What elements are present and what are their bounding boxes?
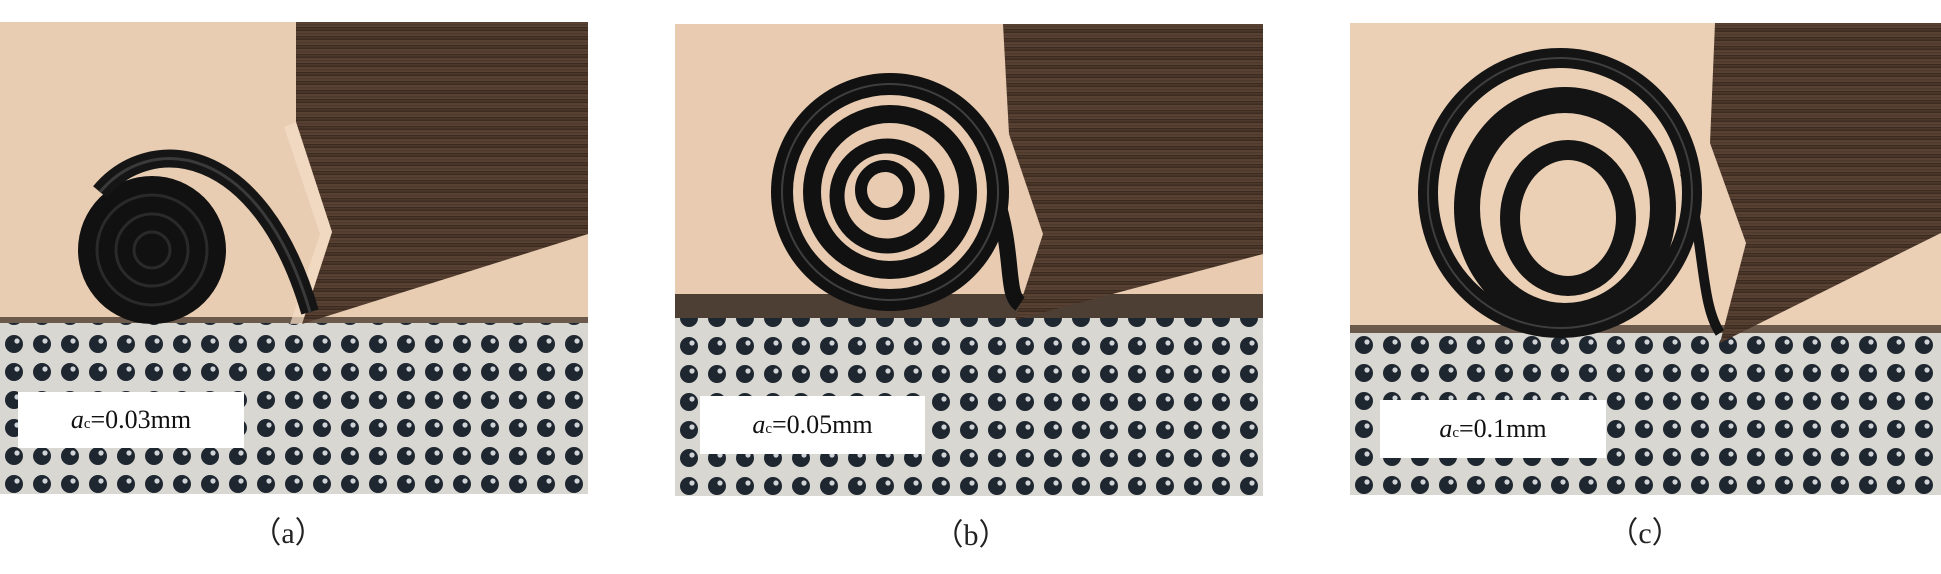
param-symbol: a — [1439, 414, 1453, 443]
photo-b — [675, 24, 1263, 496]
chip-spiral — [78, 149, 319, 324]
chip-spiral — [771, 73, 1026, 311]
param-subscript: c — [1452, 424, 1460, 441]
caption-a: （a） — [251, 517, 325, 550]
param-value: =0.03mm — [90, 405, 192, 434]
caption-b: （b） — [933, 519, 1009, 552]
cutting-tool — [296, 22, 588, 324]
chip-spiral — [1418, 48, 1725, 338]
param-symbol: a — [752, 410, 766, 439]
param-subscript: c — [765, 420, 773, 437]
cutting-tool — [1003, 24, 1263, 320]
param-symbol: a — [70, 405, 84, 434]
param-value: =0.05mm — [772, 410, 873, 439]
param-value: =0.1mm — [1459, 414, 1547, 443]
param-subscript: c — [83, 415, 91, 432]
cutting-tool — [1710, 23, 1941, 343]
caption-c: （c） — [1608, 517, 1682, 550]
photo-a — [0, 22, 588, 494]
